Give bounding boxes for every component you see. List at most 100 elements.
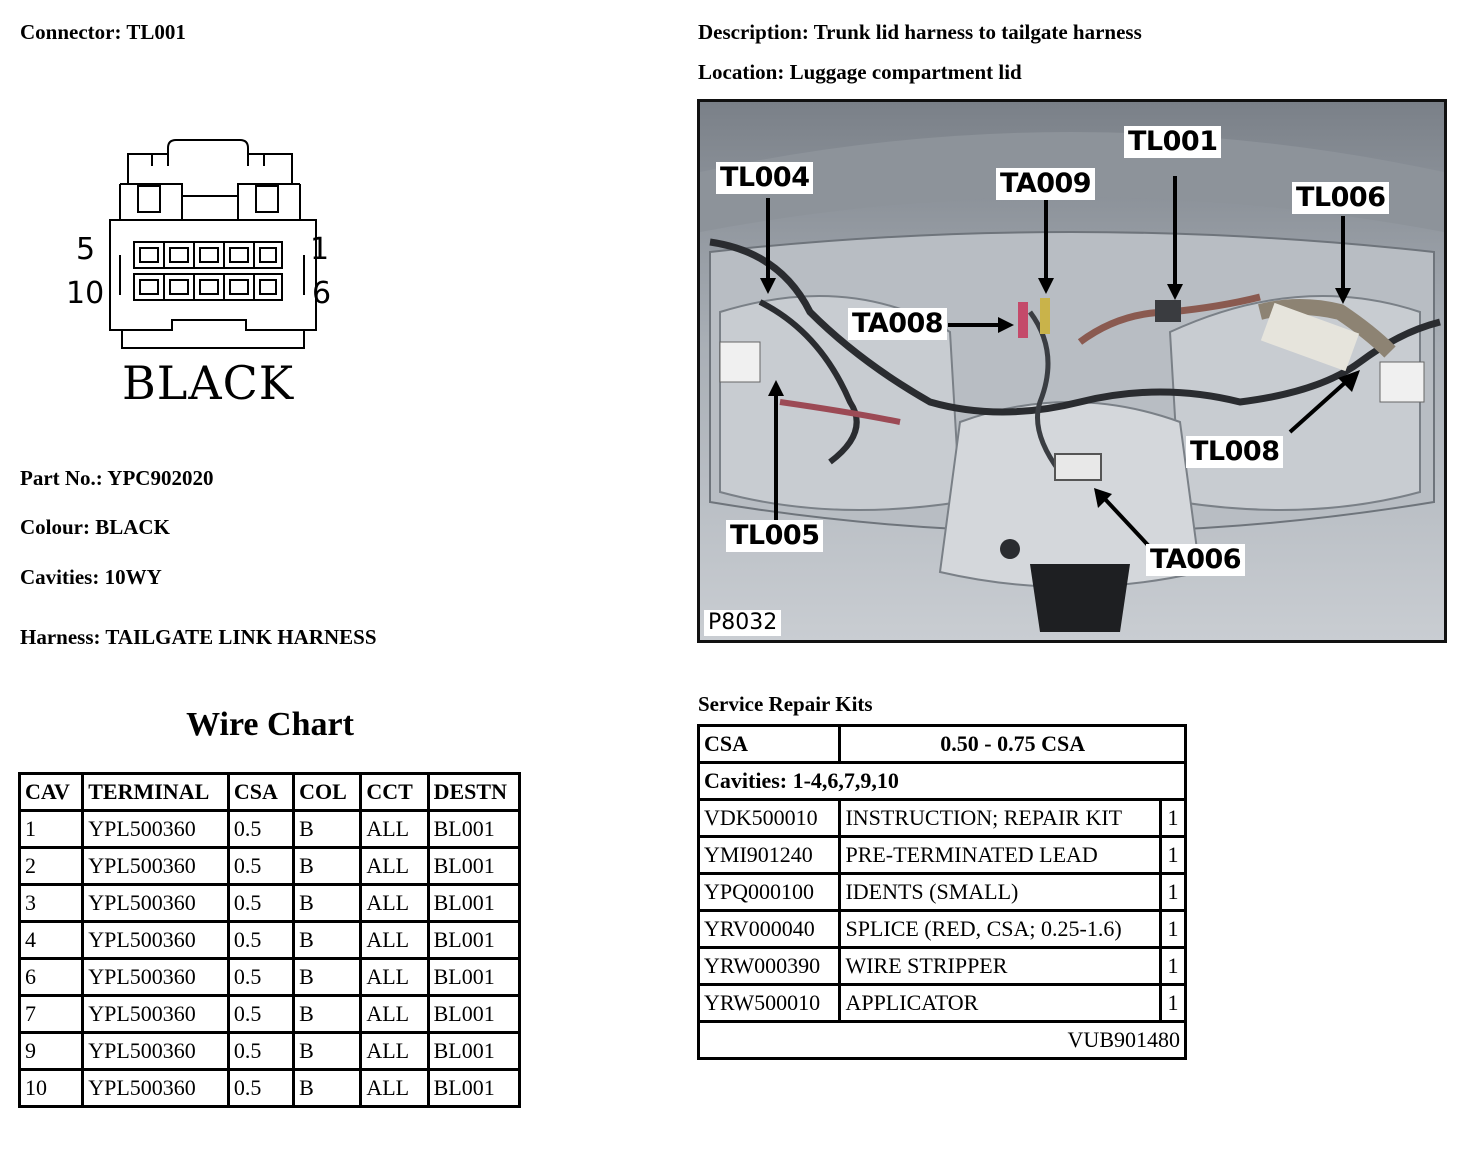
wire-cell-cct: ALL: [362, 923, 427, 957]
wire-cell-col: B: [295, 1071, 360, 1105]
wire-cell-cct: ALL: [362, 1071, 427, 1105]
service-repair-kits-title: Service Repair Kits: [698, 692, 873, 716]
connector-colour-label: BLACK: [122, 356, 295, 410]
kit-quantity: 1: [1162, 986, 1184, 1020]
colour-label: Colour:: [20, 515, 90, 539]
connector-drawing: 5 1 10 6 BLACK: [60, 130, 360, 420]
wire-cell-destn: BL001: [429, 1034, 518, 1068]
part-no-field: Part No.: YPC902020: [20, 466, 213, 491]
wire-cell-cav: 3: [21, 886, 82, 920]
description-value: Trunk lid harness to tailgate harness: [813, 20, 1142, 44]
kit-description: IDENTS (SMALL): [841, 875, 1159, 909]
wire-cell-destn: BL001: [429, 812, 518, 846]
wire-cell-terminal: YPL500360: [84, 1034, 227, 1068]
kit-description: WIRE STRIPPER: [841, 949, 1159, 983]
wire-chart-header-row: CAV TERMINAL CSA COL CCT DESTN: [21, 775, 518, 809]
header-cct: CCT: [362, 775, 427, 809]
wire-chart-title: Wire Chart: [186, 706, 354, 743]
header-csa: CSA: [229, 775, 293, 809]
kit-part-number: YMI901240: [700, 838, 839, 872]
callout-tl008: TL008: [1186, 436, 1284, 468]
kit-description: SPLICE (RED, CSA; 0.25-1.6): [841, 912, 1159, 946]
location-field: Location: Luggage compartment lid: [698, 60, 1022, 85]
kits-cavities: Cavities: 1-4,6,7,9,10: [700, 764, 1184, 798]
callout-ta006: TA006: [1146, 544, 1246, 576]
wire-cell-terminal: YPL500360: [84, 886, 227, 920]
pin-number-10: 10: [66, 276, 105, 311]
wire-cell-col: B: [295, 1034, 360, 1068]
wire-cell-destn: BL001: [429, 1071, 518, 1105]
wire-cell-cav: 1: [21, 812, 82, 846]
callout-tl005: TL005: [726, 520, 824, 552]
wire-cell-cav: 7: [21, 997, 82, 1031]
kit-quantity: 1: [1162, 949, 1184, 983]
wire-cell-col: B: [295, 997, 360, 1031]
cavities-field: Cavities: 10WY: [20, 565, 162, 590]
wire-cell-col: B: [295, 886, 360, 920]
part-no-value: YPC902020: [107, 466, 214, 490]
wire-cell-cct: ALL: [362, 960, 427, 994]
wire-cell-terminal: YPL500360: [84, 960, 227, 994]
wire-cell-col: B: [295, 849, 360, 883]
wire-cell-cct: ALL: [362, 812, 427, 846]
kits-csa-row: CSA 0.50 - 0.75 CSA: [700, 727, 1184, 761]
kit-number: VUB901480: [700, 1023, 1184, 1057]
kit-number-row: VUB901480: [700, 1023, 1184, 1057]
wire-cell-csa: 0.5: [229, 812, 293, 846]
wire-cell-cct: ALL: [362, 886, 427, 920]
callout-tl006: TL006: [1292, 182, 1390, 214]
wire-cell-cav: 2: [21, 849, 82, 883]
callout-tl001: TL001: [1124, 126, 1222, 158]
wire-cell-destn: BL001: [429, 923, 518, 957]
cavities-value: 10WY: [104, 565, 162, 589]
harness-value: TAILGATE LINK HARNESS: [105, 625, 377, 649]
kit-part-number: VDK500010: [700, 801, 839, 835]
kit-part-number: YRW000390: [700, 949, 839, 983]
location-label: Location:: [698, 60, 785, 84]
wire-cell-csa: 0.5: [229, 1071, 293, 1105]
header-destn: DESTN: [429, 775, 518, 809]
kit-description: APPLICATOR: [841, 986, 1159, 1020]
callout-ta008: TA008: [848, 308, 948, 340]
kit-quantity: 1: [1162, 838, 1184, 872]
kit-part-number: YPQ000100: [700, 875, 839, 909]
wire-cell-col: B: [295, 923, 360, 957]
service-repair-kits-table: CSA 0.50 - 0.75 CSA Cavities: 1-4,6,7,9,…: [697, 724, 1187, 1060]
wire-cell-terminal: YPL500360: [84, 849, 227, 883]
header-terminal: TERMINAL: [84, 775, 227, 809]
kit-quantity: 1: [1162, 912, 1184, 946]
wire-cell-cct: ALL: [362, 1034, 427, 1068]
wire-cell-terminal: YPL500360: [84, 812, 227, 846]
harness-field: Harness: TAILGATE LINK HARNESS: [20, 625, 377, 650]
kit-quantity: 1: [1162, 875, 1184, 909]
wire-cell-cav: 6: [21, 960, 82, 994]
pin-number-1: 1: [310, 232, 330, 267]
wire-cell-destn: BL001: [429, 849, 518, 883]
wire-cell-terminal: YPL500360: [84, 997, 227, 1031]
wire-cell-csa: 0.5: [229, 1034, 293, 1068]
wire-cell-destn: BL001: [429, 886, 518, 920]
header-cav: CAV: [21, 775, 82, 809]
wire-cell-col: B: [295, 960, 360, 994]
description-label: Description:: [698, 20, 809, 44]
kit-description: PRE-TERMINATED LEAD: [841, 838, 1159, 872]
connector-value: TL001: [126, 20, 186, 44]
wire-cell-csa: 0.5: [229, 960, 293, 994]
wire-cell-csa: 0.5: [229, 849, 293, 883]
kit-part-number: YRW500010: [700, 986, 839, 1020]
callout-ta009: TA009: [996, 168, 1096, 200]
part-no-label: Part No.:: [20, 466, 103, 490]
luggage-lid-photo: TL004 TA009 TL001 TL006 TA008 TL008 TL00…: [697, 99, 1447, 643]
wire-cell-cav: 4: [21, 923, 82, 957]
location-value: Luggage compartment lid: [789, 60, 1022, 84]
wire-cell-csa: 0.5: [229, 923, 293, 957]
